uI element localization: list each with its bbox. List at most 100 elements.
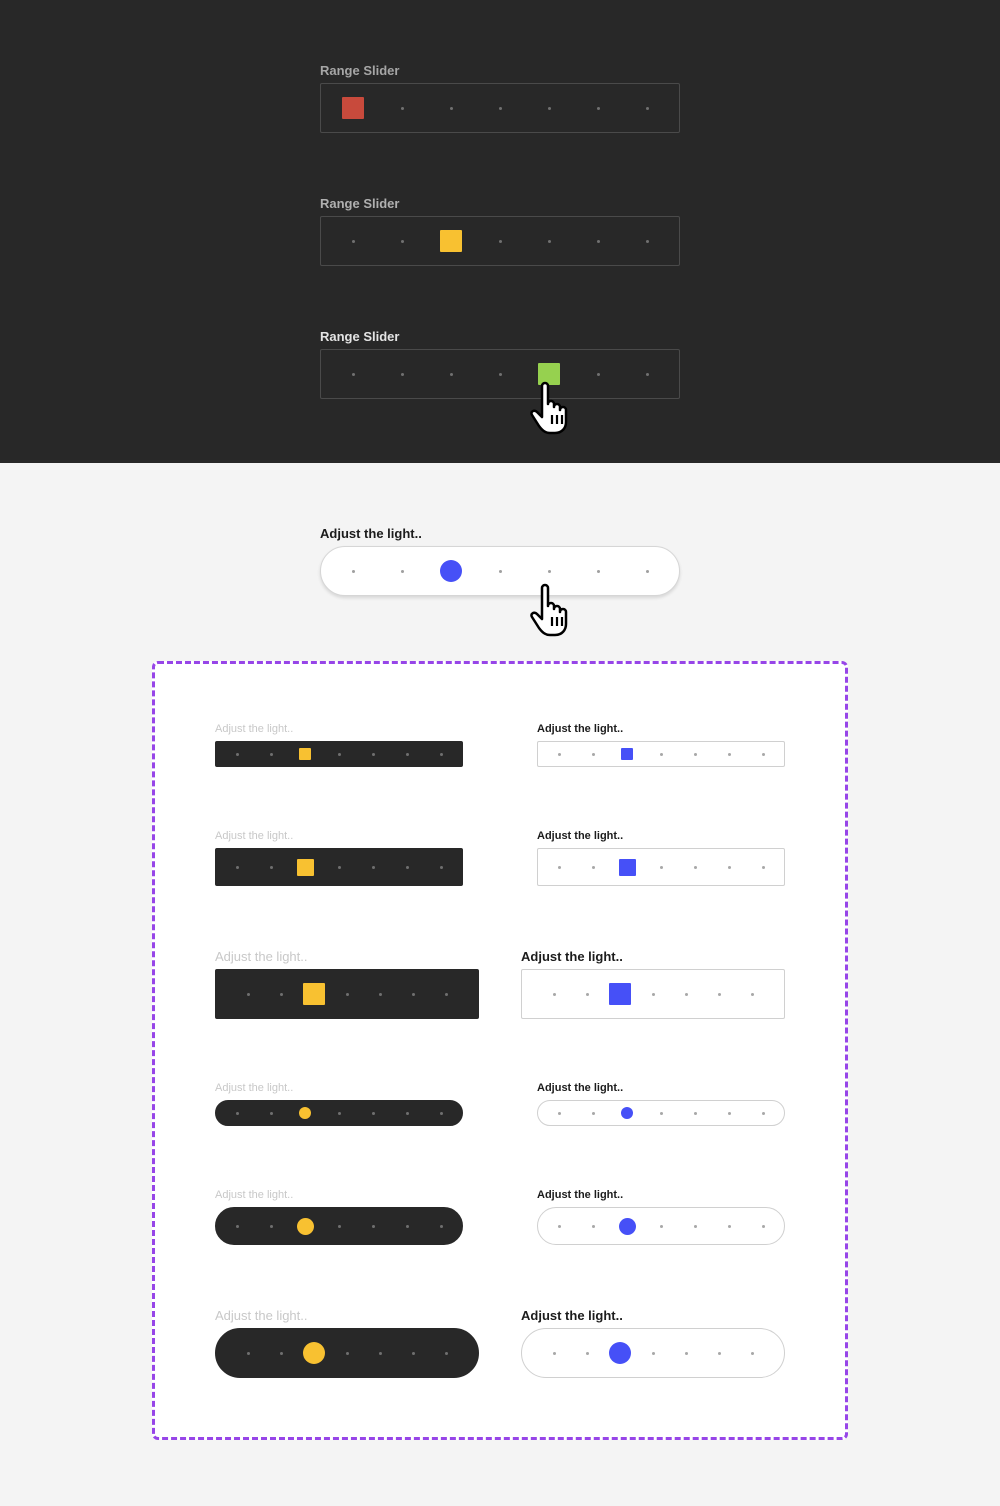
light-variant-label: Adjust the light..: [521, 949, 623, 964]
slider-thumb[interactable]: [621, 748, 633, 760]
slider-step-dot: [351, 372, 355, 376]
slider-step-dot: [693, 1111, 697, 1115]
dark-variant-slider-track[interactable]: [215, 848, 463, 886]
slider-step-dot: [591, 752, 595, 756]
dark-variant-label: Adjust the light..: [215, 1308, 308, 1323]
slider-thumb[interactable]: [296, 1217, 314, 1235]
slider-thumb[interactable]: [538, 363, 560, 385]
slider-step-dot: [659, 865, 663, 869]
slider-step-dot: [345, 992, 349, 996]
dark-slider-1-track[interactable]: [320, 83, 680, 133]
slider-step-dot: [235, 865, 239, 869]
light-variant-slider-track[interactable]: [537, 848, 785, 886]
slider-step-dot: [727, 865, 731, 869]
slider-step-dot: [585, 1351, 589, 1355]
hero-slider-track[interactable]: [320, 546, 680, 596]
slider-thumb[interactable]: [440, 560, 462, 582]
hero-slider-label: Adjust the light..: [320, 526, 422, 541]
light-variant-slider-track[interactable]: [521, 969, 785, 1019]
dark-variant-slider-track[interactable]: [215, 1328, 479, 1378]
dark-variant-label: Adjust the light..: [215, 1082, 294, 1094]
slider-step-dot: [717, 992, 721, 996]
slider-step-dot: [591, 865, 595, 869]
slider-step-dot: [557, 752, 561, 756]
dark-variant-slider-track[interactable]: [215, 1207, 463, 1245]
slider-step-dot: [400, 569, 404, 573]
slider-step-dot: [750, 1351, 754, 1355]
light-variant-slider-track[interactable]: [537, 741, 785, 767]
slider-step-dot: [400, 372, 404, 376]
slider-step-dot: [727, 752, 731, 756]
slider-step-dot: [659, 1111, 663, 1115]
slider-step-dot: [337, 1224, 341, 1228]
slider-step-dot: [337, 1111, 341, 1115]
slider-step-dot: [439, 1224, 443, 1228]
slider-thumb[interactable]: [621, 1107, 633, 1119]
dark-variant-slider-track[interactable]: [215, 969, 479, 1019]
slider-thumb[interactable]: [609, 983, 631, 1005]
dark-variant-slider-track[interactable]: [215, 741, 463, 767]
slider-step-dot: [411, 1351, 415, 1355]
slider-step-dot: [351, 239, 355, 243]
slider-step-dot: [337, 752, 341, 756]
dark-slider-2-track[interactable]: [320, 216, 680, 266]
dark-slider-1-label: Range Slider: [320, 63, 400, 78]
slider-step-dot: [405, 1224, 409, 1228]
slider-step-dot: [557, 1224, 561, 1228]
slider-step-dot: [645, 569, 649, 573]
slider-thumb[interactable]: [299, 1107, 311, 1119]
light-variant-slider-track[interactable]: [537, 1207, 785, 1245]
slider-step-dot: [405, 752, 409, 756]
slider-step-dot: [596, 106, 600, 110]
slider-step-dot: [269, 865, 273, 869]
slider-step-dot: [498, 239, 502, 243]
slider-step-dot: [761, 1224, 765, 1228]
slider-step-dot: [411, 992, 415, 996]
slider-step-dot: [761, 1111, 765, 1115]
slider-step-dot: [596, 372, 600, 376]
slider-step-dot: [444, 1351, 448, 1355]
slider-step-dot: [371, 865, 375, 869]
slider-thumb[interactable]: [618, 1217, 636, 1235]
slider-step-dot: [400, 106, 404, 110]
slider-step-dot: [547, 106, 551, 110]
slider-step-dot: [645, 239, 649, 243]
slider-step-dot: [693, 865, 697, 869]
slider-step-dot: [371, 752, 375, 756]
slider-step-dot: [596, 239, 600, 243]
slider-step-dot: [449, 372, 453, 376]
dark-slider-3-track[interactable]: [320, 349, 680, 399]
hand-pointer-icon: [530, 583, 568, 637]
slider-thumb[interactable]: [296, 858, 314, 876]
slider-step-dot: [498, 372, 502, 376]
slider-step-dot: [400, 239, 404, 243]
slider-step-dot: [337, 865, 341, 869]
dark-variant-label: Adjust the light..: [215, 723, 294, 735]
slider-thumb[interactable]: [440, 230, 462, 252]
slider-step-dot: [717, 1351, 721, 1355]
slider-thumb[interactable]: [609, 1342, 631, 1364]
dark-slider-3-label: Range Slider: [320, 329, 400, 344]
slider-thumb[interactable]: [618, 858, 636, 876]
slider-step-dot: [449, 106, 453, 110]
light-variant-slider-track[interactable]: [537, 1100, 785, 1126]
dark-variant-slider-track[interactable]: [215, 1100, 463, 1126]
slider-thumb[interactable]: [303, 983, 325, 1005]
slider-step-dot: [439, 1111, 443, 1115]
slider-step-dot: [405, 1111, 409, 1115]
slider-step-dot: [378, 1351, 382, 1355]
slider-step-dot: [371, 1111, 375, 1115]
light-variant-slider-track[interactable]: [521, 1328, 785, 1378]
dark-variant-label: Adjust the light..: [215, 949, 308, 964]
slider-thumb[interactable]: [303, 1342, 325, 1364]
slider-step-dot: [439, 865, 443, 869]
slider-thumb[interactable]: [342, 97, 364, 119]
slider-step-dot: [405, 865, 409, 869]
slider-step-dot: [659, 1224, 663, 1228]
slider-step-dot: [547, 239, 551, 243]
slider-step-dot: [591, 1224, 595, 1228]
hand-pointer-icon: [530, 381, 568, 435]
slider-step-dot: [651, 992, 655, 996]
light-variant-label: Adjust the light..: [537, 723, 624, 735]
slider-thumb[interactable]: [299, 748, 311, 760]
